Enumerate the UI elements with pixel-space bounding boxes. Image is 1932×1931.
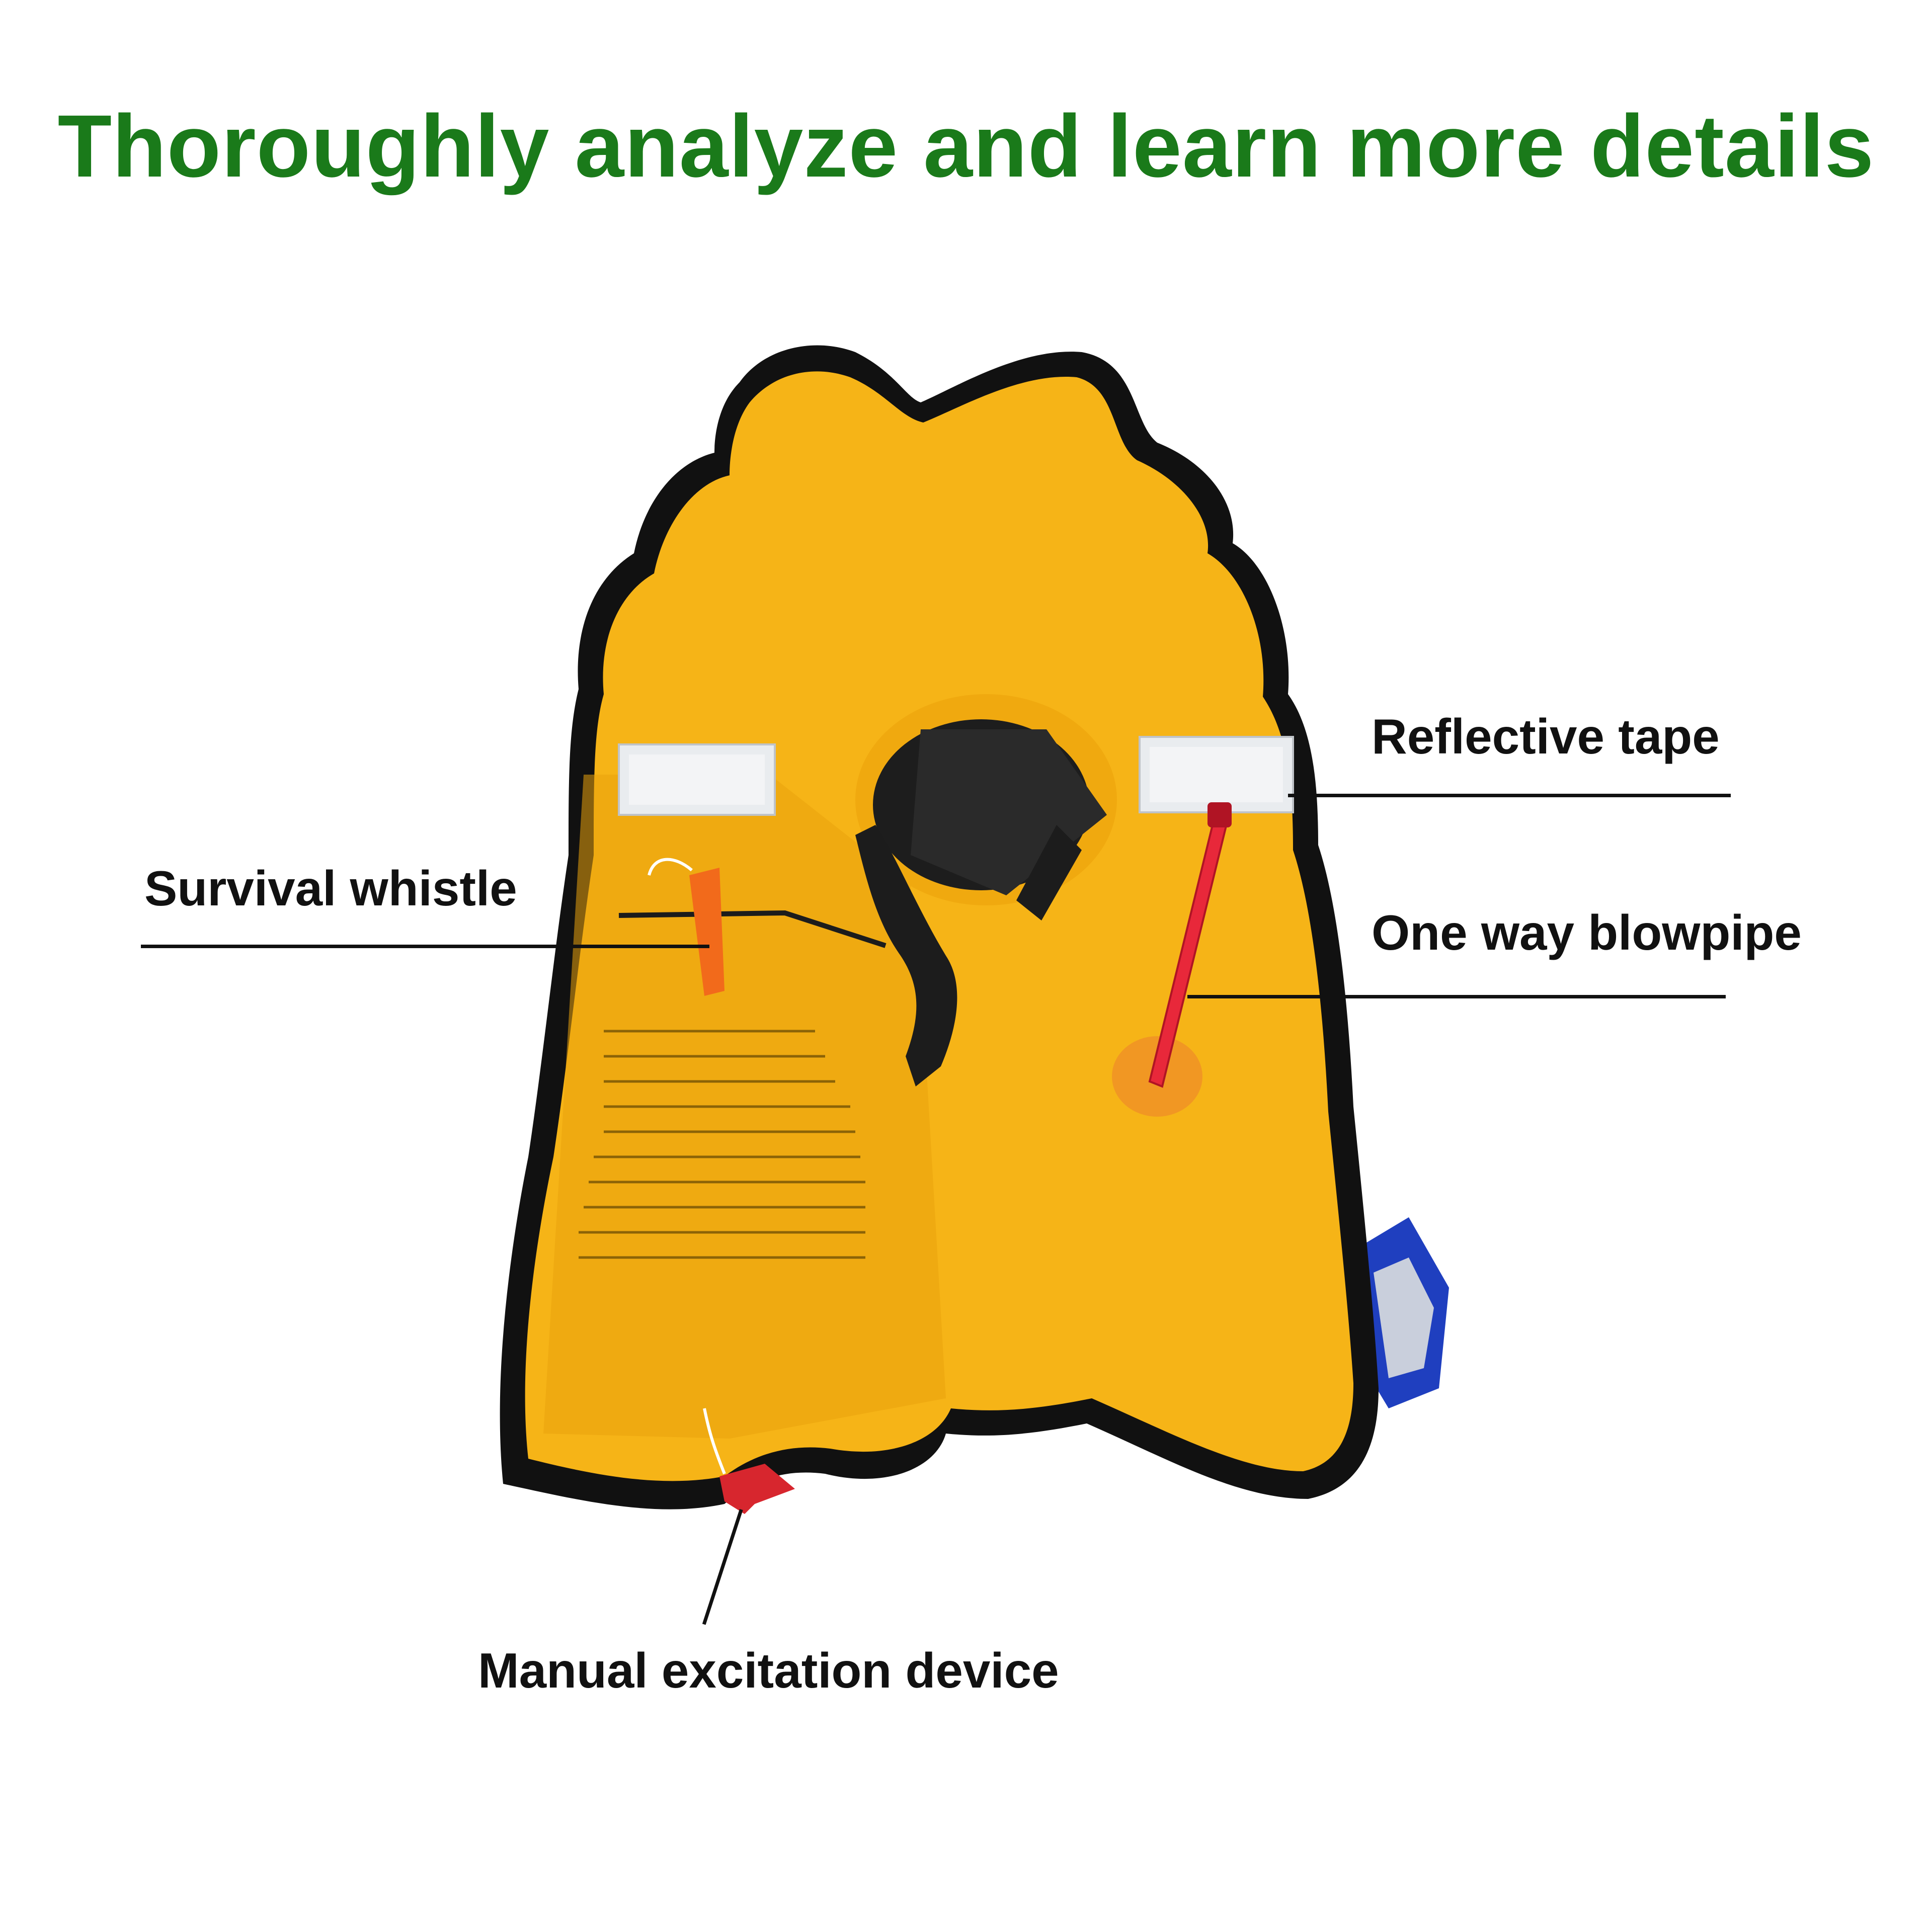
webbing-strap: [855, 825, 957, 1086]
blue-strap-icon: [1358, 1217, 1449, 1408]
instruction-print: [579, 1030, 865, 1259]
label-survival-whistle: Survival whistle: [144, 861, 517, 916]
pocket-flap: [618, 910, 887, 948]
page-title: Thoroughly analyze and learn more detail…: [57, 97, 1875, 196]
webbing-strap-right: [1016, 825, 1082, 920]
whistle-icon: [648, 858, 725, 996]
manual-trigger-icon: [703, 1408, 795, 1514]
reflective-tape-right: [1139, 736, 1294, 813]
blowpipe-icon: [1112, 802, 1232, 1117]
label-reflective-tape: Reflective tape: [1372, 709, 1720, 764]
leader-survival-whistle: [141, 945, 709, 948]
reflective-tape-left: [618, 743, 776, 816]
label-manual-excitation-device: Manual excitation device: [478, 1643, 1059, 1698]
leader-one-way-blowpipe: [1187, 995, 1726, 998]
label-one-way-blowpipe: One way blowpipe: [1372, 905, 1802, 960]
leader-reflective-tape: [1288, 794, 1731, 797]
